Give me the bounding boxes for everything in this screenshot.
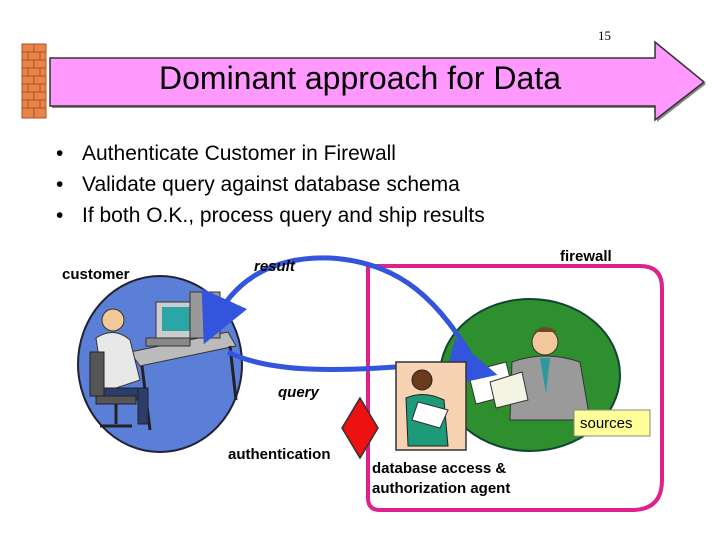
agent-label-line1: database access & [372,460,507,477]
firewall-label: firewall [560,248,612,265]
bullet-dot-icon: • [56,204,64,227]
result-arrow [201,255,481,370]
authentication-label: authentication [228,446,331,463]
slide-title: Dominant approach for Data [159,60,561,96]
query-label: query [278,384,319,401]
sources-label-bg [573,409,651,437]
result-label: result [254,258,295,275]
brick-wall-icon [21,43,47,119]
authentication-diamond-icon [341,396,379,460]
sources-label: sources [580,415,633,432]
agent-icon [395,361,467,451]
page-number: 15 [598,28,611,43]
bullet-list: •Authenticate Customer in Firewall •Vali… [56,138,485,231]
bullet-dot-icon: • [56,142,64,165]
bullet-dot-icon: • [56,173,64,196]
customer-workstation-icon [77,275,243,453]
bullet-item: •If both O.K., process query and ship re… [56,200,485,231]
bullet-item: •Validate query against database schema [56,169,485,200]
agent-label-line2: authorization agent [372,480,511,497]
firewall-boundary [366,264,664,512]
bullet-item: •Authenticate Customer in Firewall [56,138,485,169]
banner-arrow-icon [49,40,706,122]
customer-label: customer [62,266,130,283]
